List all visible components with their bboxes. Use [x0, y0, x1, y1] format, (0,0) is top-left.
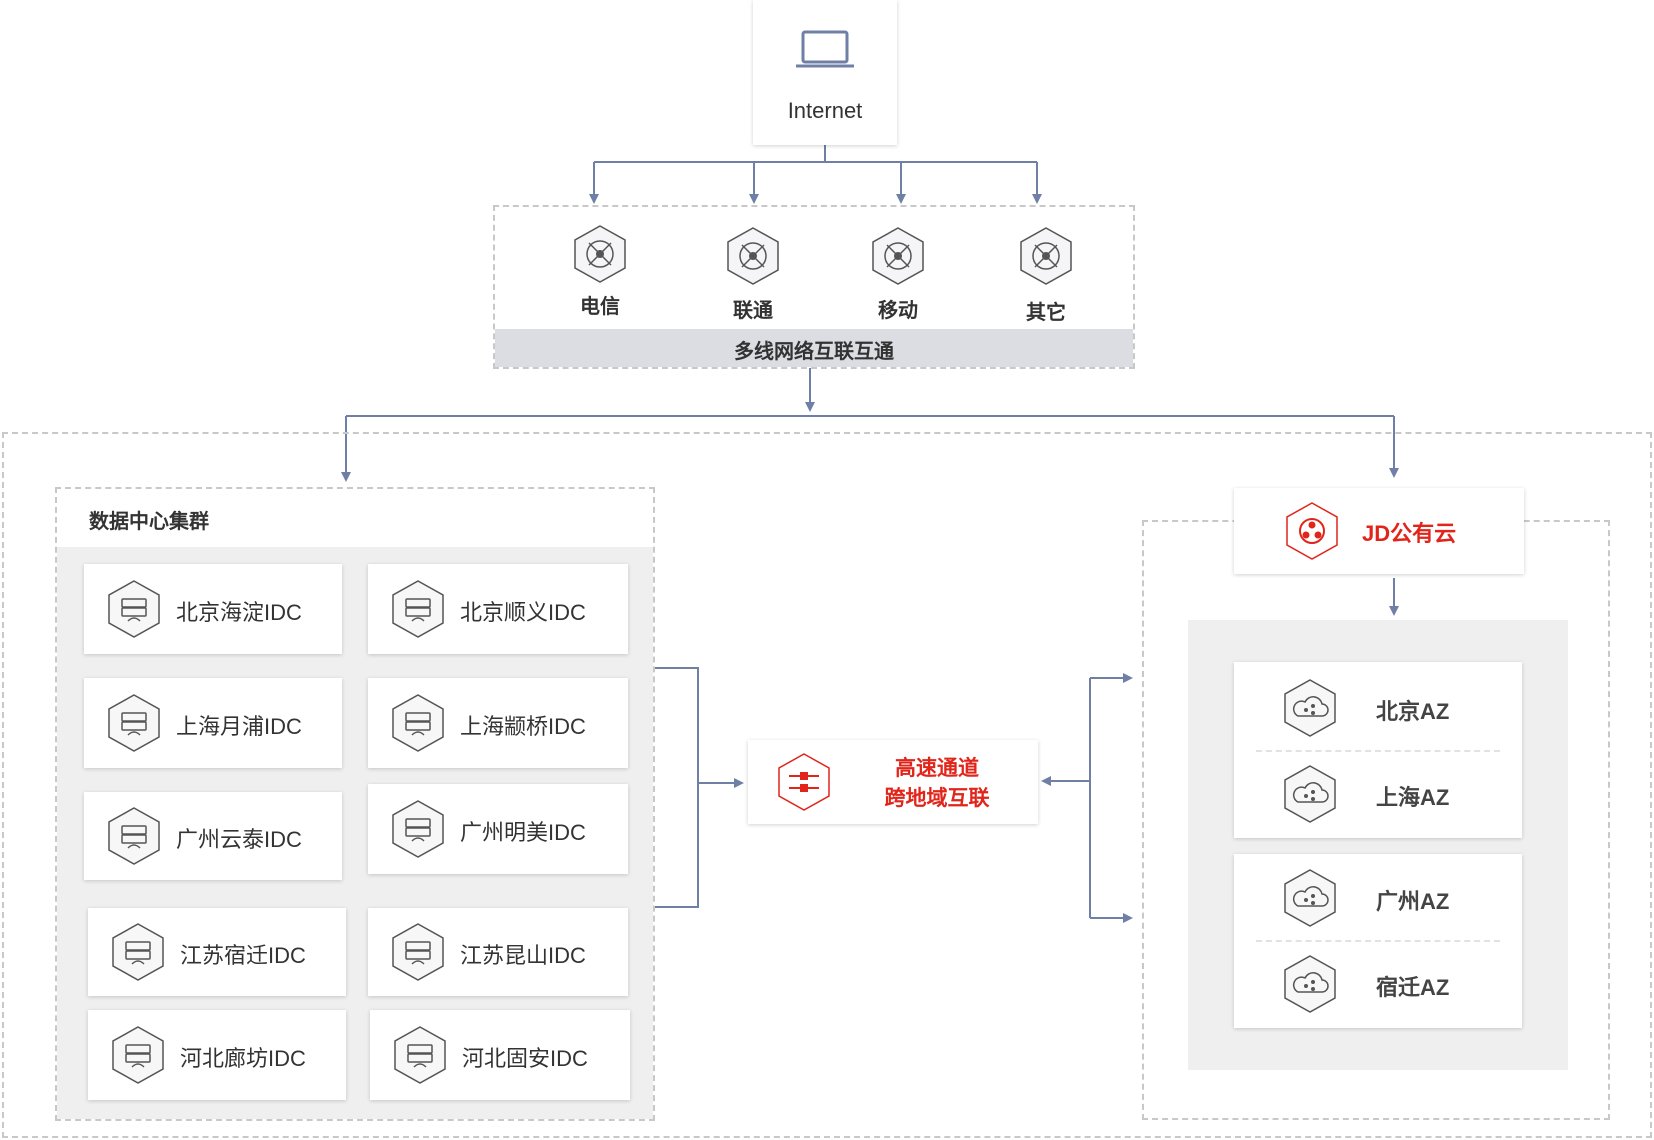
server-icon — [392, 923, 444, 981]
network-hub-icon — [574, 225, 626, 283]
idc-card: 江苏宿迁IDC — [88, 908, 346, 996]
az-label: 上海AZ — [1376, 785, 1450, 810]
idc-label: 河北廊坊IDC — [180, 1046, 306, 1071]
az-group-south — [1234, 854, 1522, 1028]
idc-card: 江苏昆山IDC — [368, 908, 628, 996]
isp-item-unicom: 联通 — [721, 226, 785, 322]
server-icon — [392, 580, 444, 638]
channel-line1: 高速通道 — [895, 757, 979, 780]
idc-label: 江苏昆山IDC — [460, 943, 586, 968]
isp-item-telecom: 电信 — [568, 224, 632, 319]
az-item: 北京AZ — [1234, 676, 1522, 740]
idc-card: 广州明美IDC — [368, 784, 628, 874]
server-icon — [394, 1026, 446, 1084]
internet-label: Internet — [787, 98, 863, 123]
server-icon — [392, 694, 444, 752]
isp-label: 电信 — [580, 296, 620, 318]
isp-footer-label: 多线网络互联互通 — [734, 341, 894, 363]
cloud-share-icon — [1284, 679, 1336, 737]
channel-line2: 跨地域互联 — [884, 787, 990, 810]
wire-dc-bracket — [655, 667, 699, 908]
isp-item-mobile: 移动 — [866, 226, 930, 322]
network-hub-icon — [1020, 227, 1072, 285]
idc-card: 广州云泰IDC — [84, 792, 342, 880]
isp-footer-band — [495, 329, 1133, 367]
idc-label: 广州明美IDC — [460, 820, 586, 845]
idc-label: 北京海淀IDC — [176, 600, 302, 625]
isp-label: 其它 — [1026, 302, 1066, 324]
idc-label: 上海颛桥IDC — [460, 714, 586, 739]
az-label: 北京AZ — [1376, 699, 1450, 724]
az-group-north — [1234, 662, 1522, 838]
idc-card: 河北廊坊IDC — [88, 1010, 346, 1100]
jd-cloud-label: JD公有云 — [1362, 521, 1457, 546]
server-icon — [112, 1026, 164, 1084]
az-label: 宿迁AZ — [1376, 975, 1450, 1000]
cloud-share-icon — [1284, 765, 1336, 823]
az-divider — [1256, 750, 1500, 752]
isp-label: 移动 — [878, 300, 918, 322]
internet-node: Internet — [753, 0, 897, 145]
cloud-hub-icon — [1286, 502, 1338, 560]
idc-card: 北京顺义IDC — [368, 564, 628, 654]
idc-label: 河北固安IDC — [462, 1046, 588, 1071]
az-divider — [1256, 940, 1500, 942]
server-icon — [392, 800, 444, 858]
dc-cluster-title: 数据中心集群 — [89, 511, 209, 533]
server-icon — [108, 580, 160, 638]
az-item: 上海AZ — [1234, 762, 1522, 826]
idc-label: 北京顺义IDC — [460, 600, 586, 625]
idc-card: 北京海淀IDC — [84, 564, 342, 654]
server-icon — [108, 807, 160, 865]
isp-label: 联通 — [733, 300, 773, 322]
idc-label: 江苏宿迁IDC — [180, 943, 306, 968]
idc-card: 上海月浦IDC — [84, 678, 342, 768]
switch-icon — [778, 753, 830, 811]
cloud-share-icon — [1284, 869, 1336, 927]
idc-label: 广州云泰IDC — [176, 827, 302, 852]
az-item: 宿迁AZ — [1234, 952, 1522, 1016]
az-item: 广州AZ — [1234, 866, 1522, 930]
server-icon — [108, 694, 160, 752]
isp-item-other: 其它 — [1014, 226, 1078, 324]
channel-node: 高速通道 跨地域互联 — [748, 740, 1038, 824]
isp-group: 多线网络互联互通 — [493, 205, 1135, 369]
laptop-icon — [796, 30, 854, 68]
az-label: 广州AZ — [1376, 889, 1450, 914]
idc-card: 上海颛桥IDC — [368, 678, 628, 768]
idc-label: 上海月浦IDC — [176, 714, 302, 739]
network-hub-icon — [727, 227, 779, 285]
outer-region — [2, 432, 1652, 1138]
cloud-share-icon — [1284, 955, 1336, 1013]
server-icon — [112, 923, 164, 981]
network-hub-icon — [872, 227, 924, 285]
jd-cloud-node: JD公有云 — [1234, 488, 1524, 574]
idc-card: 河北固安IDC — [370, 1010, 630, 1100]
